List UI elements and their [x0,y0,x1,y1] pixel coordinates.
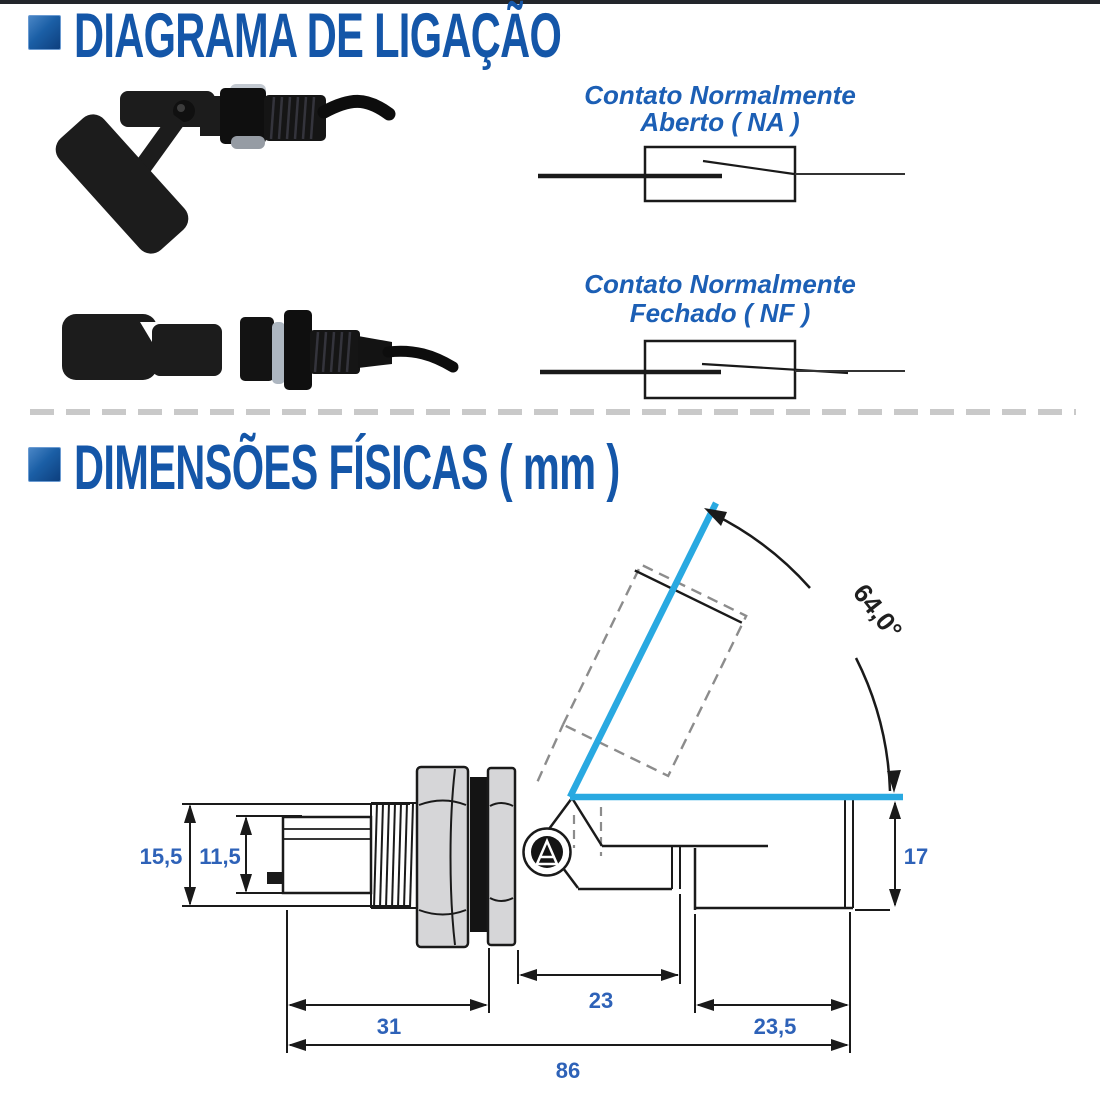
hex-nut [415,765,470,949]
dim-value: 23 [589,988,613,1013]
dim-value: 86 [556,1058,580,1083]
dim-value: 17 [904,844,928,869]
circuit-normally-open: Contato Normalmente Aberto ( NA ) [538,80,905,203]
section-heading-dimensions: DIMENSÕES FÍSICAS ( mm ) [28,433,901,503]
float-raised-dashed-outline [536,563,748,782]
section-bullet-icon [28,15,61,50]
section-title: DIAGRAMA DE LIGAÇÃO [74,1,562,71]
dim-value: 23,5 [754,1014,797,1039]
dim-connector-height: 11,5 [199,815,302,894]
na-label-line1: Contato Normalmente [584,80,856,110]
photo-float-switch-angled [55,84,396,254]
section-bullet-icon [28,447,61,482]
page-top-border [0,0,1100,4]
switch-lever [702,159,795,176]
section-title: DIMENSÕES FÍSICAS ( mm ) [74,433,620,503]
circuit-normally-closed: Contato Normalmente Fechado ( NF ) [540,269,905,400]
hex-nut [220,88,266,144]
hex-nut [284,310,312,390]
nf-label-line1: Contato Normalmente [584,269,856,299]
cable [317,94,396,121]
dim-float-height: 17 [855,801,928,911]
nf-label-line2: Fechado ( NF ) [630,298,811,328]
dimensional-drawing: 64,0° 15,5 11,5 17 [140,501,928,1083]
angle-value: 64,0° [847,578,908,645]
section-heading-wiring: DIAGRAMA DE LIGAÇÃO [28,1,812,71]
rubber-gasket [470,777,487,932]
dim-overall-length: 86 [288,1039,849,1083]
thread-section [370,802,417,909]
level-line-tilted [567,501,719,799]
hinge-body [522,797,604,889]
cable [382,345,459,373]
angle-dimension: 64,0° [704,508,908,793]
contact-box [643,339,797,400]
washer-ring [272,322,285,384]
dim-value: 15,5 [140,844,183,869]
dim-value: 31 [377,1014,401,1039]
dim-body-length: 31 [286,910,490,1053]
dim-overall-height: 15,5 [140,803,410,907]
jam-nut [486,766,517,947]
dim-float-length: 23,5 [694,912,851,1053]
dim-value: 11,5 [199,844,241,869]
na-label-line2: Aberto ( NA ) [639,107,799,137]
float-rest-outline [578,800,854,910]
dim-arm-length: 23 [517,894,681,1013]
cable-nub [267,872,283,884]
photo-float-switch-horizontal [62,310,459,390]
